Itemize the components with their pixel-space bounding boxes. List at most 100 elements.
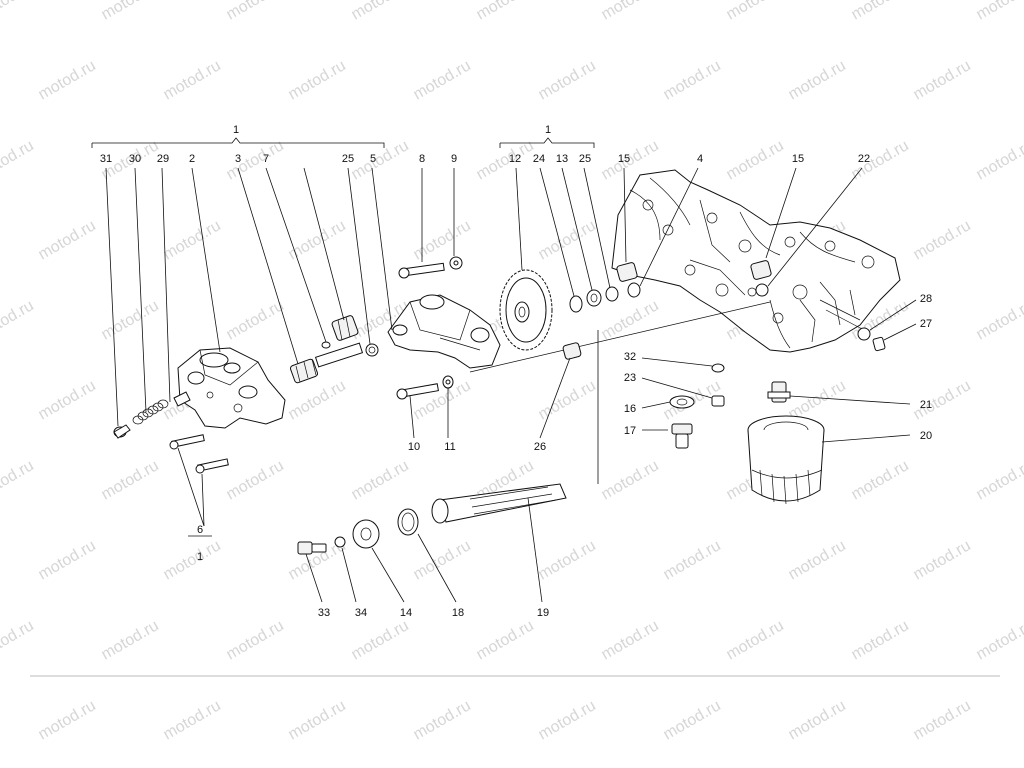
watermark-text: motod.ru — [349, 457, 412, 503]
watermark-text: motod.ru — [411, 57, 474, 103]
callout-24: 24 — [533, 153, 545, 165]
callout-19: 19 — [537, 607, 549, 619]
callout-5: 5 — [370, 153, 376, 165]
watermark-text: motod.ru — [411, 697, 474, 743]
callout-12: 12 — [509, 153, 521, 165]
drive-gear — [499, 269, 553, 351]
watermark-text: motod.ru — [786, 537, 849, 583]
watermark-text: motod.ru — [0, 457, 37, 503]
callout-17: 17 — [624, 425, 636, 437]
watermark-text: motod.ru — [474, 617, 537, 663]
callout-15-right: 15 — [792, 153, 804, 165]
callout-23: 23 — [624, 372, 636, 384]
watermark-text: motod.ru — [0, 297, 37, 343]
engine-crankcase — [611, 169, 901, 353]
callout-8: 8 — [419, 153, 425, 165]
callout-25-left: 25 — [342, 153, 354, 165]
watermark-text: motod.ru — [161, 57, 224, 103]
pump-cover-bracket — [387, 294, 501, 369]
watermark-text: motod.ru — [974, 137, 1024, 183]
watermark-text: motod.ru — [0, 0, 37, 23]
watermark-text: motod.ru — [849, 457, 912, 503]
callout-34: 34 — [355, 607, 367, 619]
watermark-text: motod.ru — [36, 57, 99, 103]
callout-33: 33 — [318, 607, 330, 619]
bushings — [616, 260, 772, 297]
oil-filter-assembly — [747, 381, 825, 505]
callout-25-right: 25 — [579, 153, 591, 165]
watermark-text: motod.ru — [224, 457, 287, 503]
watermark-text: motod.ru — [286, 217, 349, 263]
callout-9: 9 — [451, 153, 457, 165]
watermark-text: motod.ru — [349, 617, 412, 663]
watermark-text: motod.ru — [224, 0, 287, 23]
intermediate-shaft — [469, 301, 771, 373]
callout-27: 27 — [920, 318, 932, 330]
watermark-text: motod.ru — [474, 0, 537, 23]
small-plugs — [669, 363, 725, 449]
callout-14: 14 — [400, 607, 412, 619]
watermark-text: motod.ru — [536, 537, 599, 583]
watermark-text: motod.ru — [161, 537, 224, 583]
watermark-text: motod.ru — [599, 617, 662, 663]
watermark-text: motod.ru — [224, 297, 287, 343]
watermark-text: motod.ru — [599, 0, 662, 23]
watermark-text: motod.ru — [0, 617, 37, 663]
callout-labels: 31 30 29 2 3 7 25 5 8 9 12 24 13 25 15 4… — [100, 153, 932, 619]
oil-pump-body — [177, 347, 286, 429]
leader-lines — [105, 167, 917, 603]
watermark-text: motod.ru — [474, 137, 537, 183]
callout-16: 16 — [624, 403, 636, 415]
watermark-text: motod.ru — [36, 697, 99, 743]
watermark-text: motod.ru — [911, 537, 974, 583]
callout-2: 2 — [189, 153, 195, 165]
relief-valve-parts — [113, 391, 191, 439]
watermark-text: motod.ru — [786, 697, 849, 743]
callout-18: 18 — [452, 607, 464, 619]
watermark-text: motod.ru — [599, 457, 662, 503]
watermark-text: motod.ru — [36, 377, 99, 423]
watermark-text: motod.ru — [536, 57, 599, 103]
callout-21: 21 — [920, 399, 932, 411]
callout-22: 22 — [858, 153, 870, 165]
watermark-text: motod.ru — [724, 137, 787, 183]
watermark-text: motod.ru — [661, 697, 724, 743]
callout-7: 7 — [263, 153, 269, 165]
fraction-top-label: 6 — [197, 524, 203, 536]
watermark-text: motod.ru — [349, 0, 412, 23]
pump-gears — [289, 315, 379, 384]
shaft-rings — [569, 282, 641, 313]
watermark-text: motod.ru — [974, 0, 1024, 23]
watermark-text: motod.ru — [974, 297, 1024, 343]
watermark-text: motod.ru — [536, 217, 599, 263]
watermark-text: motod.ru — [286, 57, 349, 103]
callout-31: 31 — [100, 153, 112, 165]
callout-30: 30 — [129, 153, 141, 165]
watermark-text: motod.ru — [849, 0, 912, 23]
watermark-text: motod.ru — [911, 57, 974, 103]
group-label-drive: 1 — [545, 124, 551, 136]
watermark-text: motod.ru — [161, 697, 224, 743]
watermark-text: motod.ru — [974, 457, 1024, 503]
watermark-text: motod.ru — [661, 57, 724, 103]
watermark-text: motod.ru — [724, 617, 787, 663]
callout-10: 10 — [408, 441, 420, 453]
callout-13: 13 — [556, 153, 568, 165]
watermark-text: motod.ru — [911, 217, 974, 263]
watermark-text: motod.ru — [36, 537, 99, 583]
watermark-text: motod.ru — [99, 457, 162, 503]
watermark-text: motod.ru — [161, 217, 224, 263]
drain-plug-upper — [857, 327, 886, 352]
callout-3: 3 — [235, 153, 241, 165]
watermark-text: motod.ru — [99, 297, 162, 343]
watermark-text: motod.ru — [786, 57, 849, 103]
watermark-text: motod.ru — [536, 697, 599, 743]
callout-32: 32 — [624, 351, 636, 363]
watermark-text: motod.ru — [411, 377, 474, 423]
watermark-text: motod.ru — [974, 617, 1024, 663]
callout-28: 28 — [920, 293, 932, 305]
oil-strainer-assembly — [297, 483, 567, 555]
watermark-text: motod.ru — [536, 377, 599, 423]
callout-29: 29 — [157, 153, 169, 165]
